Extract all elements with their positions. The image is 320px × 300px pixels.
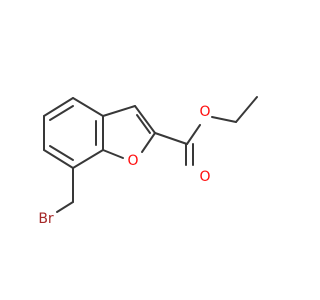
bond-oester-ch2	[211, 116, 237, 123]
bromine-label: Br	[38, 211, 54, 227]
bond-c3-c2	[134, 105, 156, 134]
furan-oxygen-label: O	[127, 153, 138, 169]
bond-c3a-c3	[102, 105, 136, 117]
bond-ch2-ch3	[235, 96, 258, 123]
carbonyl-oxygen-label: O	[199, 169, 210, 185]
bond-c7-c6-inner	[49, 145, 74, 161]
bond-c5-c4-inner	[49, 105, 74, 121]
bond-c7-c6	[43, 149, 74, 169]
bond-c4-c3a	[72, 97, 104, 117]
bond-ccarbonyl-oester	[186, 124, 201, 145]
molecule-diagram: O O O Br	[38, 96, 258, 227]
bond-ch2-br	[56, 201, 74, 213]
atom-labels: O O O Br	[38, 104, 210, 227]
bonds	[43, 96, 258, 213]
bond-c2-o1	[141, 132, 156, 153]
bond-c7a-c7	[72, 149, 104, 169]
bond-c5-c4	[43, 97, 74, 117]
ester-oxygen-label: O	[199, 104, 210, 120]
bond-o1-c7a	[102, 149, 124, 159]
bond-c3-c2-inner	[136, 114, 151, 134]
bond-c2-ccarbonyl	[154, 132, 188, 145]
